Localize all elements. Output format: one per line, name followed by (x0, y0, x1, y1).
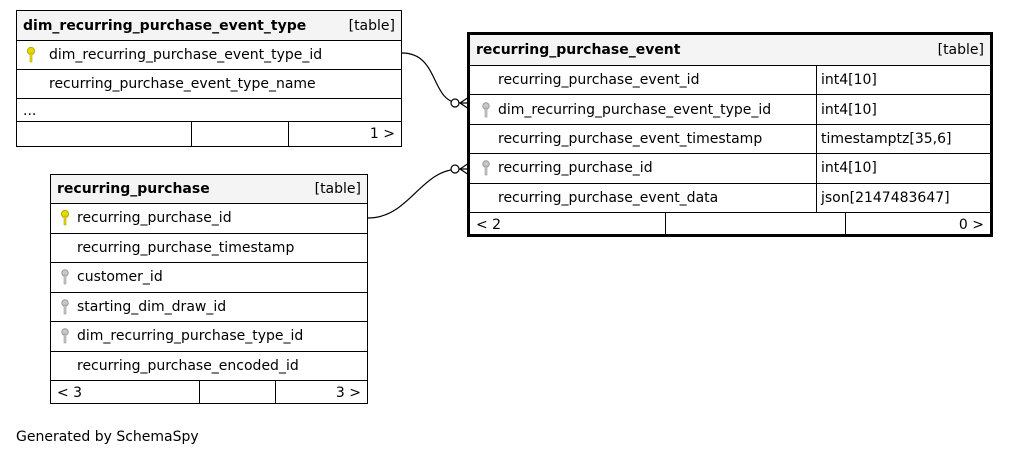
footer-children: 3 > (335, 384, 361, 401)
entity-tag: [table] (348, 17, 395, 34)
primary-key-icon (60, 210, 70, 226)
entity-name: dim_recurring_purchase_event_type (23, 17, 307, 34)
column-type: int4[10] (816, 66, 877, 95)
column-row[interactable]: recurring_purchase_id int4[10] (470, 154, 990, 184)
column-row[interactable]: customer_id (51, 263, 367, 293)
edge-purchase-to-event (367, 168, 469, 219)
column-name: recurring_purchase_event_timestamp (498, 130, 763, 147)
entity-header: dim_recurring_purchase_event_type [table… (17, 11, 401, 41)
column-name: dim_recurring_purchase_type_id (77, 328, 304, 345)
column-row[interactable]: dim_recurring_purchase_type_id (51, 322, 367, 352)
column-type: timestamptz[35,6] (816, 124, 951, 154)
column-name: recurring_purchase_id (498, 160, 653, 177)
column-row[interactable]: recurring_purchase_encoded_id (51, 352, 367, 381)
column-name: recurring_purchase_event_data (498, 189, 719, 206)
column-name: customer_id (77, 269, 163, 286)
column-row[interactable]: recurring_purchase_id (51, 204, 367, 234)
column-name: recurring_purchase_timestamp (77, 239, 295, 256)
entity-header: recurring_purchase [table] (51, 175, 367, 204)
column-type: int4[10] (816, 154, 877, 183)
column-name: recurring_purchase_event_id (498, 72, 700, 89)
footer-middle (666, 212, 846, 237)
footer-middle (200, 381, 276, 404)
column-name: starting_dim_draw_id (77, 298, 227, 315)
column-row[interactable]: dim_recurring_purchase_event_type_id int… (470, 95, 990, 125)
column-row[interactable]: recurring_purchase_event_timestamp times… (470, 124, 990, 155)
footer-parents (17, 122, 192, 146)
foreign-key-icon (61, 269, 69, 285)
entity-footer: < 2 0 > (470, 212, 990, 237)
column-row[interactable]: recurring_purchase_event_data json[21474… (470, 183, 990, 213)
generated-by-note: Generated by SchemaSpy (16, 429, 199, 445)
entity-dim-recurring-purchase-event-type[interactable]: dim_recurring_purchase_event_type [table… (16, 10, 402, 147)
primary-key-icon (26, 46, 36, 63)
entity-recurring-purchase[interactable]: recurring_purchase [table] recurring_pur… (50, 174, 368, 404)
column-name: recurring_purchase_encoded_id (77, 357, 299, 374)
entity-tag: [table] (937, 42, 984, 58)
column-name: recurring_purchase_event_type_name (49, 76, 316, 92)
column-row[interactable]: dim_recurring_purchase_event_type_id (17, 41, 401, 70)
column-type: json[2147483647] (816, 183, 950, 212)
more-columns-ellipsis: ... (17, 99, 401, 122)
footer-children: 1 > (369, 126, 395, 142)
footer-middle (192, 122, 289, 146)
foreign-key-icon (61, 299, 69, 315)
footer-parents: < 2 (470, 212, 666, 237)
entity-tag: [table] (314, 181, 361, 197)
column-name: dim_recurring_purchase_event_type_id (498, 101, 772, 118)
column-row[interactable]: recurring_purchase_event_id int4[10] (470, 66, 990, 96)
column-row[interactable]: recurring_purchase_event_type_name (17, 70, 401, 99)
column-row[interactable]: starting_dim_draw_id (51, 293, 367, 322)
column-row[interactable]: recurring_purchase_timestamp (51, 234, 367, 263)
entity-footer: < 3 3 > (51, 381, 367, 404)
column-type: int4[10] (816, 95, 877, 124)
column-name: recurring_purchase_id (77, 210, 232, 227)
entity-footer: 1 > (17, 122, 401, 146)
column-name: dim_recurring_purchase_event_type_id (49, 47, 323, 63)
footer-parents: < 3 (51, 381, 200, 404)
foreign-key-icon (482, 160, 490, 176)
edge-event-type-to-event (401, 52, 469, 104)
foreign-key-icon (482, 101, 490, 117)
entity-recurring-purchase-event[interactable]: recurring_purchase_event [table] recurri… (467, 32, 993, 237)
entity-header: recurring_purchase_event [table] (470, 35, 990, 66)
edge-optional-circle (450, 164, 460, 174)
foreign-key-icon (61, 328, 69, 344)
footer-children: 0 > (958, 216, 984, 233)
entity-name: recurring_purchase (57, 181, 210, 197)
edge-optional-circle (450, 98, 460, 108)
entity-name: recurring_purchase_event (476, 42, 681, 58)
